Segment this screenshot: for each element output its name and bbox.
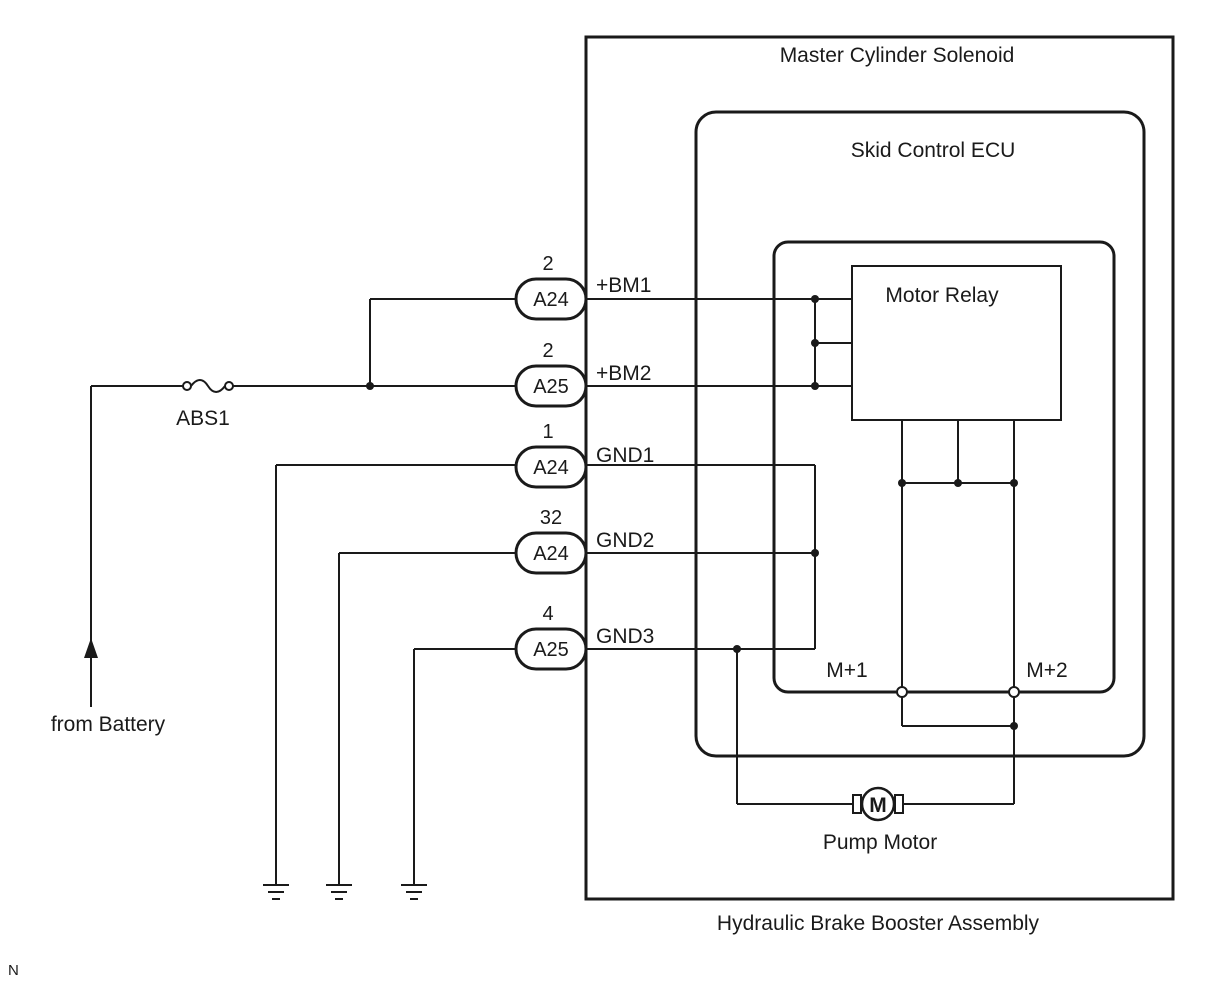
motor-relay-module-box [772,240,1116,694]
motor-relay-label: Motor Relay [885,284,999,307]
signal-gnd1: GND1 [596,444,654,467]
pump-motor-label: Pump Motor [823,831,937,854]
svg-text:A24: A24 [533,457,569,479]
assembly-label: Hydraulic Brake Booster Assembly [717,912,1040,935]
terminal-m1 [896,686,908,698]
fuse-label: ABS1 [176,407,230,430]
m-plus1-label: M+1 [826,659,867,682]
skid-control-ecu-box [694,110,1146,758]
connector-a25-bm2: A25 2 [514,340,588,408]
skid-ecu-label: Skid Control ECU [851,139,1016,162]
svg-text:M: M [869,794,887,817]
connector-a24-bm1: A24 2 [514,253,588,321]
connector-a25-gnd3: A25 4 [514,603,588,671]
ground-icon [326,884,352,900]
svg-text:1: 1 [542,421,553,443]
svg-text:A24: A24 [533,289,569,311]
svg-text:4: 4 [542,603,553,625]
hydraulic-brake-booster-box [584,35,1175,901]
signal-bm1: +BM1 [596,274,651,297]
connector-a24-gnd2: A24 32 [514,507,588,575]
up-arrow-icon [84,638,98,658]
signal-bm2: +BM2 [596,362,651,385]
master-cylinder-label: Master Cylinder Solenoid [780,44,1015,67]
svg-text:2: 2 [542,340,553,362]
ground-icon [263,884,289,900]
corner-mark: N [8,962,19,979]
svg-text:A24: A24 [533,543,569,565]
svg-text:A25: A25 [533,376,569,398]
ground-icon [401,884,427,900]
m-plus2-label: M+2 [1026,659,1067,682]
svg-text:32: 32 [540,507,562,529]
from-battery-label: from Battery [51,713,166,736]
pump-motor-icon: M [852,786,904,822]
battery-feed [84,385,516,707]
svg-text:2: 2 [542,253,553,275]
svg-text:A25: A25 [533,639,569,661]
signal-gnd3: GND3 [596,625,654,648]
terminal-m2 [1008,686,1020,698]
signal-gnd2: GND2 [596,529,654,552]
fuse-icon [182,379,234,393]
connector-a24-gnd1: A24 1 [514,421,588,489]
